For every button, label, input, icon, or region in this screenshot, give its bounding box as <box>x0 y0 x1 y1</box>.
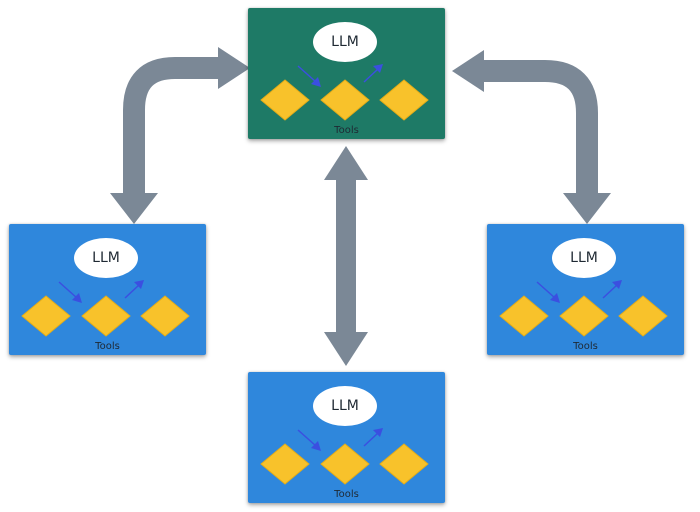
flow-arrowhead-icon <box>373 64 383 73</box>
connector-hub-right <box>482 60 598 196</box>
agent-right-tools-graphic <box>499 280 668 337</box>
agent-box-right: LLM Tools <box>487 224 684 355</box>
hub-tools-graphic <box>260 64 429 121</box>
agent-bottom-llm-node: LLM <box>313 386 377 426</box>
tool-diamond-icon <box>140 295 190 337</box>
agent-box-bottom: LLM Tools <box>248 372 445 503</box>
flow-arrowhead-icon <box>72 293 82 303</box>
connector-hub-right-arrowhead-bottom <box>563 193 611 224</box>
flow-arrowhead-icon <box>311 77 321 87</box>
hub-agent-box: LLM Tools <box>248 8 445 139</box>
connector-hub-bottom-arrowhead-bottom <box>324 332 368 366</box>
tool-diamond-icon <box>559 295 609 337</box>
agent-left-tools-graphic <box>21 280 190 337</box>
tool-diamond-icon <box>499 295 549 337</box>
connector-hub-left-arrowhead-top <box>218 47 250 89</box>
agent-bottom-tools-label: Tools <box>334 489 359 500</box>
agent-bottom-tools-graphic <box>260 428 429 485</box>
flow-arrow-icon <box>124 284 140 299</box>
tool-diamond-icon <box>320 443 370 485</box>
connector-hub-left-arrowhead-bottom <box>110 193 158 224</box>
agent-bottom-llm-label: LLM <box>331 398 359 414</box>
agent-right-llm-label: LLM <box>570 250 598 266</box>
flow-arrowhead-icon <box>134 280 144 289</box>
connector-hub-right-arrowhead-top <box>452 50 484 92</box>
flow-arrow-icon <box>363 68 379 83</box>
flow-arrowhead-icon <box>550 293 560 303</box>
flow-arrowhead-icon <box>311 441 321 451</box>
flow-arrow-icon <box>536 281 556 299</box>
flow-arrow-icon <box>58 281 78 299</box>
tool-diamond-icon <box>320 79 370 121</box>
flow-arrow-icon <box>363 432 379 447</box>
agent-right-tools-label: Tools <box>573 341 598 352</box>
flow-arrowhead-icon <box>373 428 383 437</box>
agent-left-llm-label: LLM <box>92 250 120 266</box>
connector-hub-left <box>123 57 220 196</box>
tool-diamond-icon <box>260 79 310 121</box>
agent-left-tools-label: Tools <box>95 341 120 352</box>
hub-llm-node: LLM <box>313 22 377 62</box>
hub-llm-label: LLM <box>331 34 359 50</box>
tool-diamond-icon <box>21 295 71 337</box>
tool-diamond-icon <box>379 79 429 121</box>
flow-arrowhead-icon <box>612 280 622 289</box>
tool-diamond-icon <box>379 443 429 485</box>
agent-right-llm-node: LLM <box>552 238 616 278</box>
hub-tools-label: Tools <box>334 125 359 136</box>
agent-left-llm-node: LLM <box>74 238 138 278</box>
agent-box-left: LLM Tools <box>9 224 206 355</box>
connector-hub-bottom-arrowhead-top <box>324 146 368 180</box>
tool-diamond-icon <box>260 443 310 485</box>
flow-arrow-icon <box>602 284 618 299</box>
tool-diamond-icon <box>618 295 668 337</box>
tool-diamond-icon <box>81 295 131 337</box>
flow-arrow-icon <box>297 65 317 83</box>
flow-arrow-icon <box>297 429 317 447</box>
